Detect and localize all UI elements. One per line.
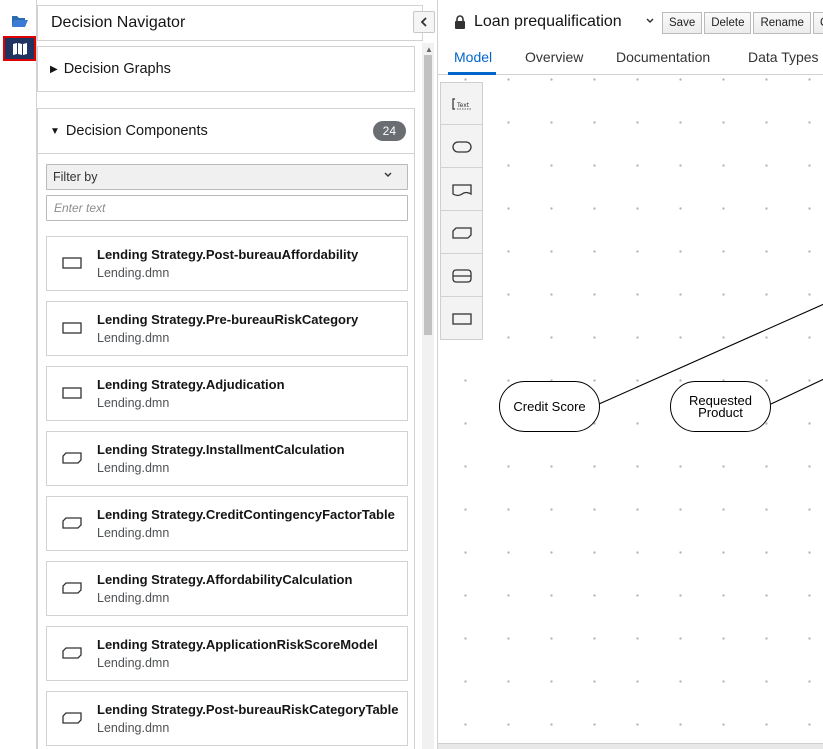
filter-by-label: Filter by bbox=[53, 170, 98, 184]
active-tab-indicator bbox=[448, 72, 496, 75]
components-count-badge: 24 bbox=[372, 121, 406, 141]
dmn-editor: Loan prequalification Save Delete Rename… bbox=[437, 0, 823, 749]
list-item[interactable]: Lending Strategy.InstallmentCalculation … bbox=[46, 431, 408, 486]
component-file: Lending.dmn bbox=[97, 266, 170, 280]
chevron-down-icon[interactable] bbox=[645, 17, 655, 25]
list-item[interactable]: Lending Strategy.CreditContingencyFactor… bbox=[46, 496, 408, 551]
copy-button[interactable]: Co bbox=[812, 12, 823, 34]
text-annotation-icon[interactable]: Text bbox=[441, 83, 482, 125]
tab-data-types[interactable]: Data Types bbox=[748, 49, 819, 65]
bkm-icon[interactable] bbox=[441, 212, 482, 254]
caret-down-icon: ▼ bbox=[50, 125, 60, 137]
node-palette: Text bbox=[440, 82, 483, 340]
delete-button[interactable]: Delete bbox=[704, 12, 752, 34]
knowledge-source-icon[interactable] bbox=[441, 169, 482, 211]
component-name: Lending Strategy.Adjudication bbox=[97, 377, 285, 392]
decision-graphs-label: Decision Graphs bbox=[63, 61, 171, 77]
editor-toolbar: Save Delete Rename Co bbox=[662, 12, 823, 34]
component-file: Lending.dmn bbox=[97, 396, 170, 410]
component-name: Lending Strategy.Pre-bureauRiskCategory bbox=[97, 312, 359, 327]
component-file: Lending.dmn bbox=[97, 721, 170, 735]
input-data-icon[interactable] bbox=[441, 126, 482, 168]
decision-components-header[interactable]: ▼ Decision Components bbox=[50, 123, 208, 139]
decision-graphs-section[interactable]: ▶ Decision Graphs bbox=[37, 46, 415, 92]
node-label: Requested Product bbox=[689, 392, 752, 420]
folder-open-icon[interactable] bbox=[6, 8, 33, 33]
decision-node-icon bbox=[62, 257, 82, 269]
decision-components-section: ▼ Decision Components 24 Filter by Lendi… bbox=[37, 108, 415, 749]
list-item[interactable]: Lending Strategy.Post-bureauAffordabilit… bbox=[46, 236, 408, 291]
filter-text-input[interactable] bbox=[46, 195, 408, 221]
tab-model[interactable]: Model bbox=[454, 49, 493, 65]
list-item[interactable]: Lending Strategy.Pre-bureauRiskCategory … bbox=[46, 301, 408, 356]
information-requirement-edge[interactable] bbox=[598, 303, 823, 405]
chevron-left-icon bbox=[420, 17, 427, 27]
filter-by-select[interactable]: Filter by bbox=[46, 164, 408, 190]
tab-documentation[interactable]: Documentation bbox=[616, 49, 711, 65]
collapse-navigator-button[interactable] bbox=[413, 11, 435, 33]
connector-lines bbox=[598, 303, 823, 405]
bkm-node-icon bbox=[62, 647, 82, 659]
decision-service-icon[interactable] bbox=[441, 255, 482, 297]
information-requirement-edge[interactable] bbox=[770, 378, 823, 405]
left-icon-rail bbox=[0, 0, 37, 749]
bkm-node-icon bbox=[62, 582, 82, 594]
list-item[interactable]: Lending Strategy.Adjudication Lending.dm… bbox=[46, 366, 408, 421]
map-icon[interactable] bbox=[3, 36, 36, 61]
chevron-down-icon bbox=[384, 172, 392, 177]
input-data-node-requested-product[interactable]: Requested Product bbox=[670, 381, 771, 432]
input-data-node-credit-score[interactable]: Credit Score bbox=[499, 381, 600, 432]
node-label: Credit Score bbox=[513, 398, 586, 414]
bkm-node-icon bbox=[62, 517, 82, 529]
decision-icon[interactable] bbox=[441, 298, 482, 340]
list-item[interactable]: Lending Strategy.ApplicationRiskScoreMod… bbox=[46, 626, 408, 681]
component-name: Lending Strategy.Post-bureauAffordabilit… bbox=[97, 247, 359, 262]
save-button[interactable]: Save bbox=[662, 12, 703, 34]
scrollbar-thumb[interactable] bbox=[424, 55, 432, 335]
canvas-horizontal-scrollbar[interactable] bbox=[438, 743, 823, 749]
tab-overview[interactable]: Overview bbox=[525, 49, 584, 65]
editor-title: Loan prequalification bbox=[474, 13, 622, 30]
caret-right-icon: ▶ bbox=[50, 63, 58, 75]
editor-tabs: Model Overview Documentation Data Types bbox=[438, 44, 823, 75]
rename-button[interactable]: Rename bbox=[753, 12, 811, 34]
list-item[interactable]: Lending Strategy.Post-bureauRiskCategory… bbox=[46, 691, 408, 746]
svg-text:Text: Text bbox=[456, 102, 470, 109]
navigator-header: Decision Navigator bbox=[37, 5, 435, 41]
component-file: Lending.dmn bbox=[97, 526, 170, 540]
component-name: Lending Strategy.InstallmentCalculation bbox=[97, 442, 345, 457]
decision-node-icon bbox=[62, 387, 82, 399]
decision-components-label: Decision Components bbox=[65, 123, 208, 139]
lock-icon bbox=[455, 15, 465, 29]
component-file: Lending.dmn bbox=[97, 656, 170, 670]
decision-navigator-panel: Decision Navigator ▶ Decision Graphs ▼ D… bbox=[37, 0, 435, 749]
component-name: Lending Strategy.ApplicationRiskScoreMod… bbox=[97, 637, 378, 652]
component-file: Lending.dmn bbox=[97, 331, 170, 345]
list-item[interactable]: Lending Strategy.AffordabilityCalculatio… bbox=[46, 561, 408, 616]
navigator-title: Decision Navigator bbox=[51, 14, 186, 31]
scroll-up-icon[interactable]: ▲ bbox=[425, 45, 433, 54]
bkm-node-icon bbox=[62, 712, 82, 724]
component-name: Lending Strategy.Post-bureauRiskCategory… bbox=[97, 702, 399, 717]
component-name: Lending Strategy.CreditContingencyFactor… bbox=[97, 507, 395, 522]
section-divider bbox=[38, 153, 414, 154]
editor-title-bar: Loan prequalification Save Delete Rename… bbox=[438, 0, 823, 44]
diagram-canvas[interactable]: Credit Score Requested Product bbox=[438, 76, 823, 743]
decision-graphs-header[interactable]: ▶ Decision Graphs bbox=[50, 61, 171, 77]
component-name: Lending Strategy.AffordabilityCalculatio… bbox=[97, 572, 353, 587]
bkm-node-icon bbox=[62, 452, 82, 464]
component-file: Lending.dmn bbox=[97, 591, 170, 605]
decision-node-icon bbox=[62, 322, 82, 334]
component-file: Lending.dmn bbox=[97, 461, 170, 475]
navigator-scrollbar[interactable]: ▲ bbox=[422, 43, 434, 749]
